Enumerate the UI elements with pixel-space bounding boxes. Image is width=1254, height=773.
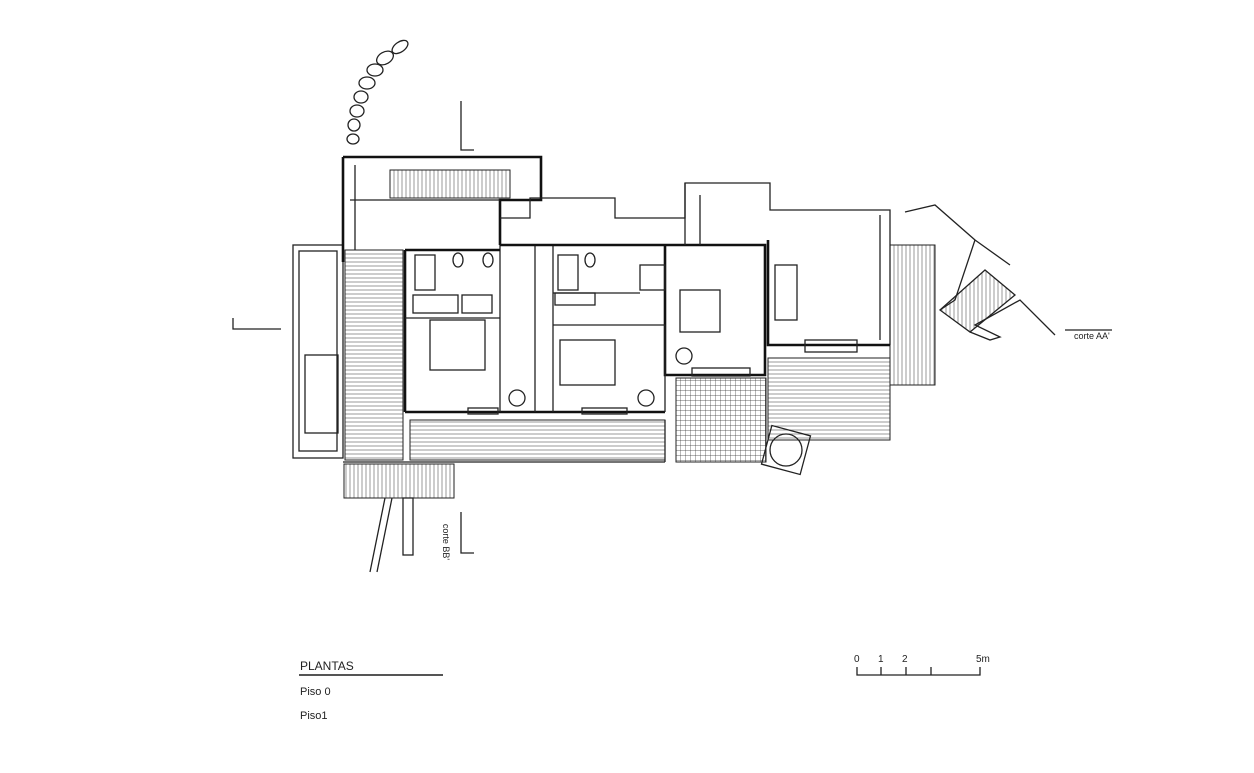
deck-right — [767, 357, 891, 441]
scale-tick-2: 2 — [902, 654, 908, 665]
legend-item-piso-1: Piso1 — [300, 710, 328, 722]
east-stair — [904, 204, 1056, 341]
section-label-aa: corte AA' — [1074, 331, 1110, 341]
stepping-stones — [346, 39, 409, 145]
legend-item-piso-0: Piso 0 — [300, 686, 331, 698]
stair-bottom — [343, 463, 455, 499]
legend-divider — [299, 674, 443, 676]
pool-terrace — [292, 244, 344, 459]
grating — [675, 377, 767, 463]
post — [402, 497, 414, 556]
deck-left — [344, 249, 404, 461]
scale-tick-1: 1 — [878, 654, 884, 665]
walls — [341, 155, 891, 463]
stair-top — [389, 169, 511, 199]
scale-tick-5m: 5m — [976, 654, 990, 665]
section-markers — [232, 101, 1112, 554]
legend-title: PLANTAS — [300, 659, 354, 673]
furniture — [412, 252, 858, 415]
deck-corridor — [409, 419, 666, 461]
deck-east — [889, 244, 936, 386]
scale-tick-0: 0 — [854, 654, 860, 665]
round-planter — [760, 424, 812, 476]
ramp — [369, 497, 393, 573]
section-label-bb: corte BB' — [441, 523, 452, 561]
